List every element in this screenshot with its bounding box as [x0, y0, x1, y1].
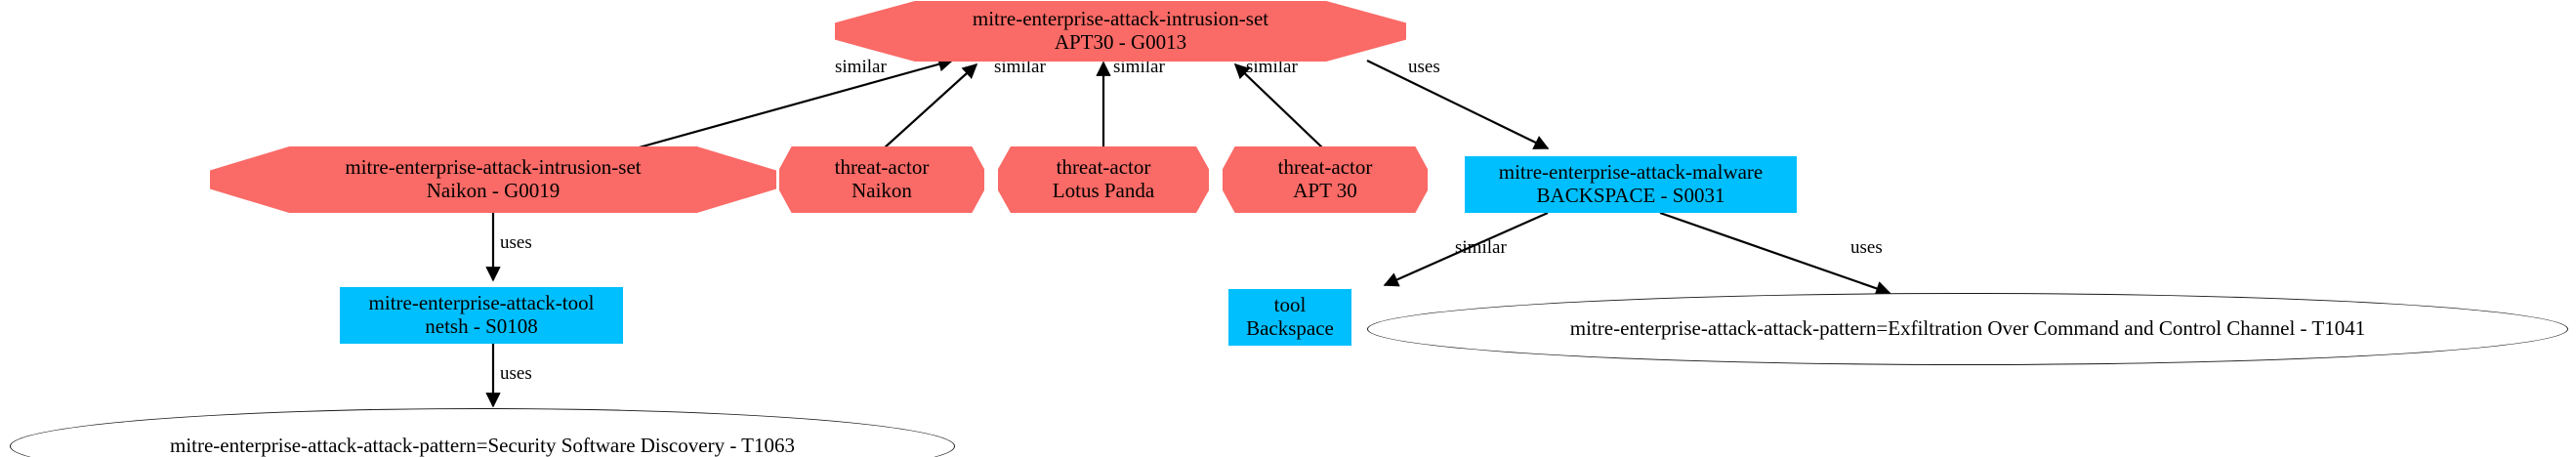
node-ta-naikon-text: threat-actor Naikon — [779, 156, 984, 202]
node-netsh-tool-line1: mitre-enterprise-attack-tool — [368, 291, 595, 315]
node-threat-actor-lotus-panda[interactable]: threat-actor Lotus Panda — [998, 146, 1209, 213]
edge-label-uses-4: uses — [1850, 237, 1883, 258]
node-backspace-malware-line1: mitre-enterprise-attack-malware — [1498, 160, 1764, 185]
edge-label-similar-1: similar — [835, 57, 887, 77]
edge-label-similar-3: similar — [1113, 57, 1165, 77]
node-intrusion-set-apt30[interactable]: mitre-enterprise-attack-intrusion-set AP… — [835, 1, 1406, 62]
edge-apt30-to-backspace-malware — [1366, 60, 1550, 149]
node-ta-apt30-text: threat-actor APT 30 — [1223, 156, 1428, 202]
node-backspace-malware-text: mitre-enterprise-attack-malware BACKSPAC… — [1465, 161, 1797, 207]
node-malware-backspace[interactable]: mitre-enterprise-attack-malware BACKSPAC… — [1465, 156, 1797, 213]
edge-label-similar-2: similar — [994, 57, 1046, 77]
node-apt30-line2: APT30 - G0013 — [1054, 30, 1187, 54]
node-ta-naikon-line2: Naikon — [852, 179, 912, 202]
node-ta-naikon-line1: threat-actor — [834, 155, 930, 180]
edge-threat-actor-naikon-to-apt30 — [883, 62, 978, 149]
node-ta-apt30-line2: APT 30 — [1293, 179, 1357, 202]
edge-label-uses-1: uses — [1408, 57, 1440, 77]
node-naikon-set-text: mitre-enterprise-attack-intrusion-set Na… — [210, 156, 776, 202]
node-tool-backspace[interactable]: tool Backspace — [1228, 289, 1351, 346]
edge-label-similar-4: similar — [1246, 57, 1298, 77]
edge-label-uses-2: uses — [500, 232, 532, 253]
node-pattern-t1041-line1: mitre-enterprise-attack-attack-pattern=E… — [1569, 316, 2366, 341]
node-ta-apt30-line1: threat-actor — [1277, 155, 1373, 180]
node-apt30-text: mitre-enterprise-attack-intrusion-set AP… — [835, 8, 1406, 54]
node-netsh-tool-text: mitre-enterprise-attack-tool netsh - S01… — [340, 292, 623, 338]
node-ta-lotus-line1: threat-actor — [1056, 155, 1151, 180]
node-tool-netsh[interactable]: mitre-enterprise-attack-tool netsh - S01… — [340, 287, 623, 344]
edge-label-similar-5: similar — [1455, 237, 1507, 258]
node-ta-lotus-text: threat-actor Lotus Panda — [998, 156, 1209, 202]
node-ta-lotus-line2: Lotus Panda — [1052, 179, 1155, 202]
node-naikon-set-line2: Naikon - G0019 — [426, 179, 561, 202]
node-attack-pattern-t1063[interactable]: mitre-enterprise-attack-attack-pattern=S… — [10, 408, 955, 457]
edge-label-uses-3: uses — [500, 363, 532, 384]
node-naikon-set-line1: mitre-enterprise-attack-intrusion-set — [345, 155, 642, 180]
node-threat-actor-apt-30[interactable]: threat-actor APT 30 — [1223, 146, 1428, 213]
node-attack-pattern-t1041[interactable]: mitre-enterprise-attack-attack-pattern=E… — [1367, 293, 2568, 365]
node-tool-backspace-line1: tool — [1273, 293, 1307, 317]
edge-naikon-set-to-apt30 — [624, 57, 954, 153]
node-threat-actor-naikon[interactable]: threat-actor Naikon — [779, 146, 984, 213]
node-pattern-t1063-line1: mitre-enterprise-attack-attack-pattern=S… — [169, 434, 796, 457]
node-backspace-malware-line2: BACKSPACE - S0031 — [1536, 184, 1725, 207]
node-tool-backspace-line2: Backspace — [1246, 316, 1334, 340]
node-tool-backspace-text: tool Backspace — [1228, 294, 1351, 340]
node-apt30-line1: mitre-enterprise-attack-intrusion-set — [972, 7, 1269, 31]
node-intrusion-set-naikon[interactable]: mitre-enterprise-attack-intrusion-set Na… — [210, 146, 776, 213]
node-netsh-tool-line2: netsh - S0108 — [425, 314, 538, 338]
